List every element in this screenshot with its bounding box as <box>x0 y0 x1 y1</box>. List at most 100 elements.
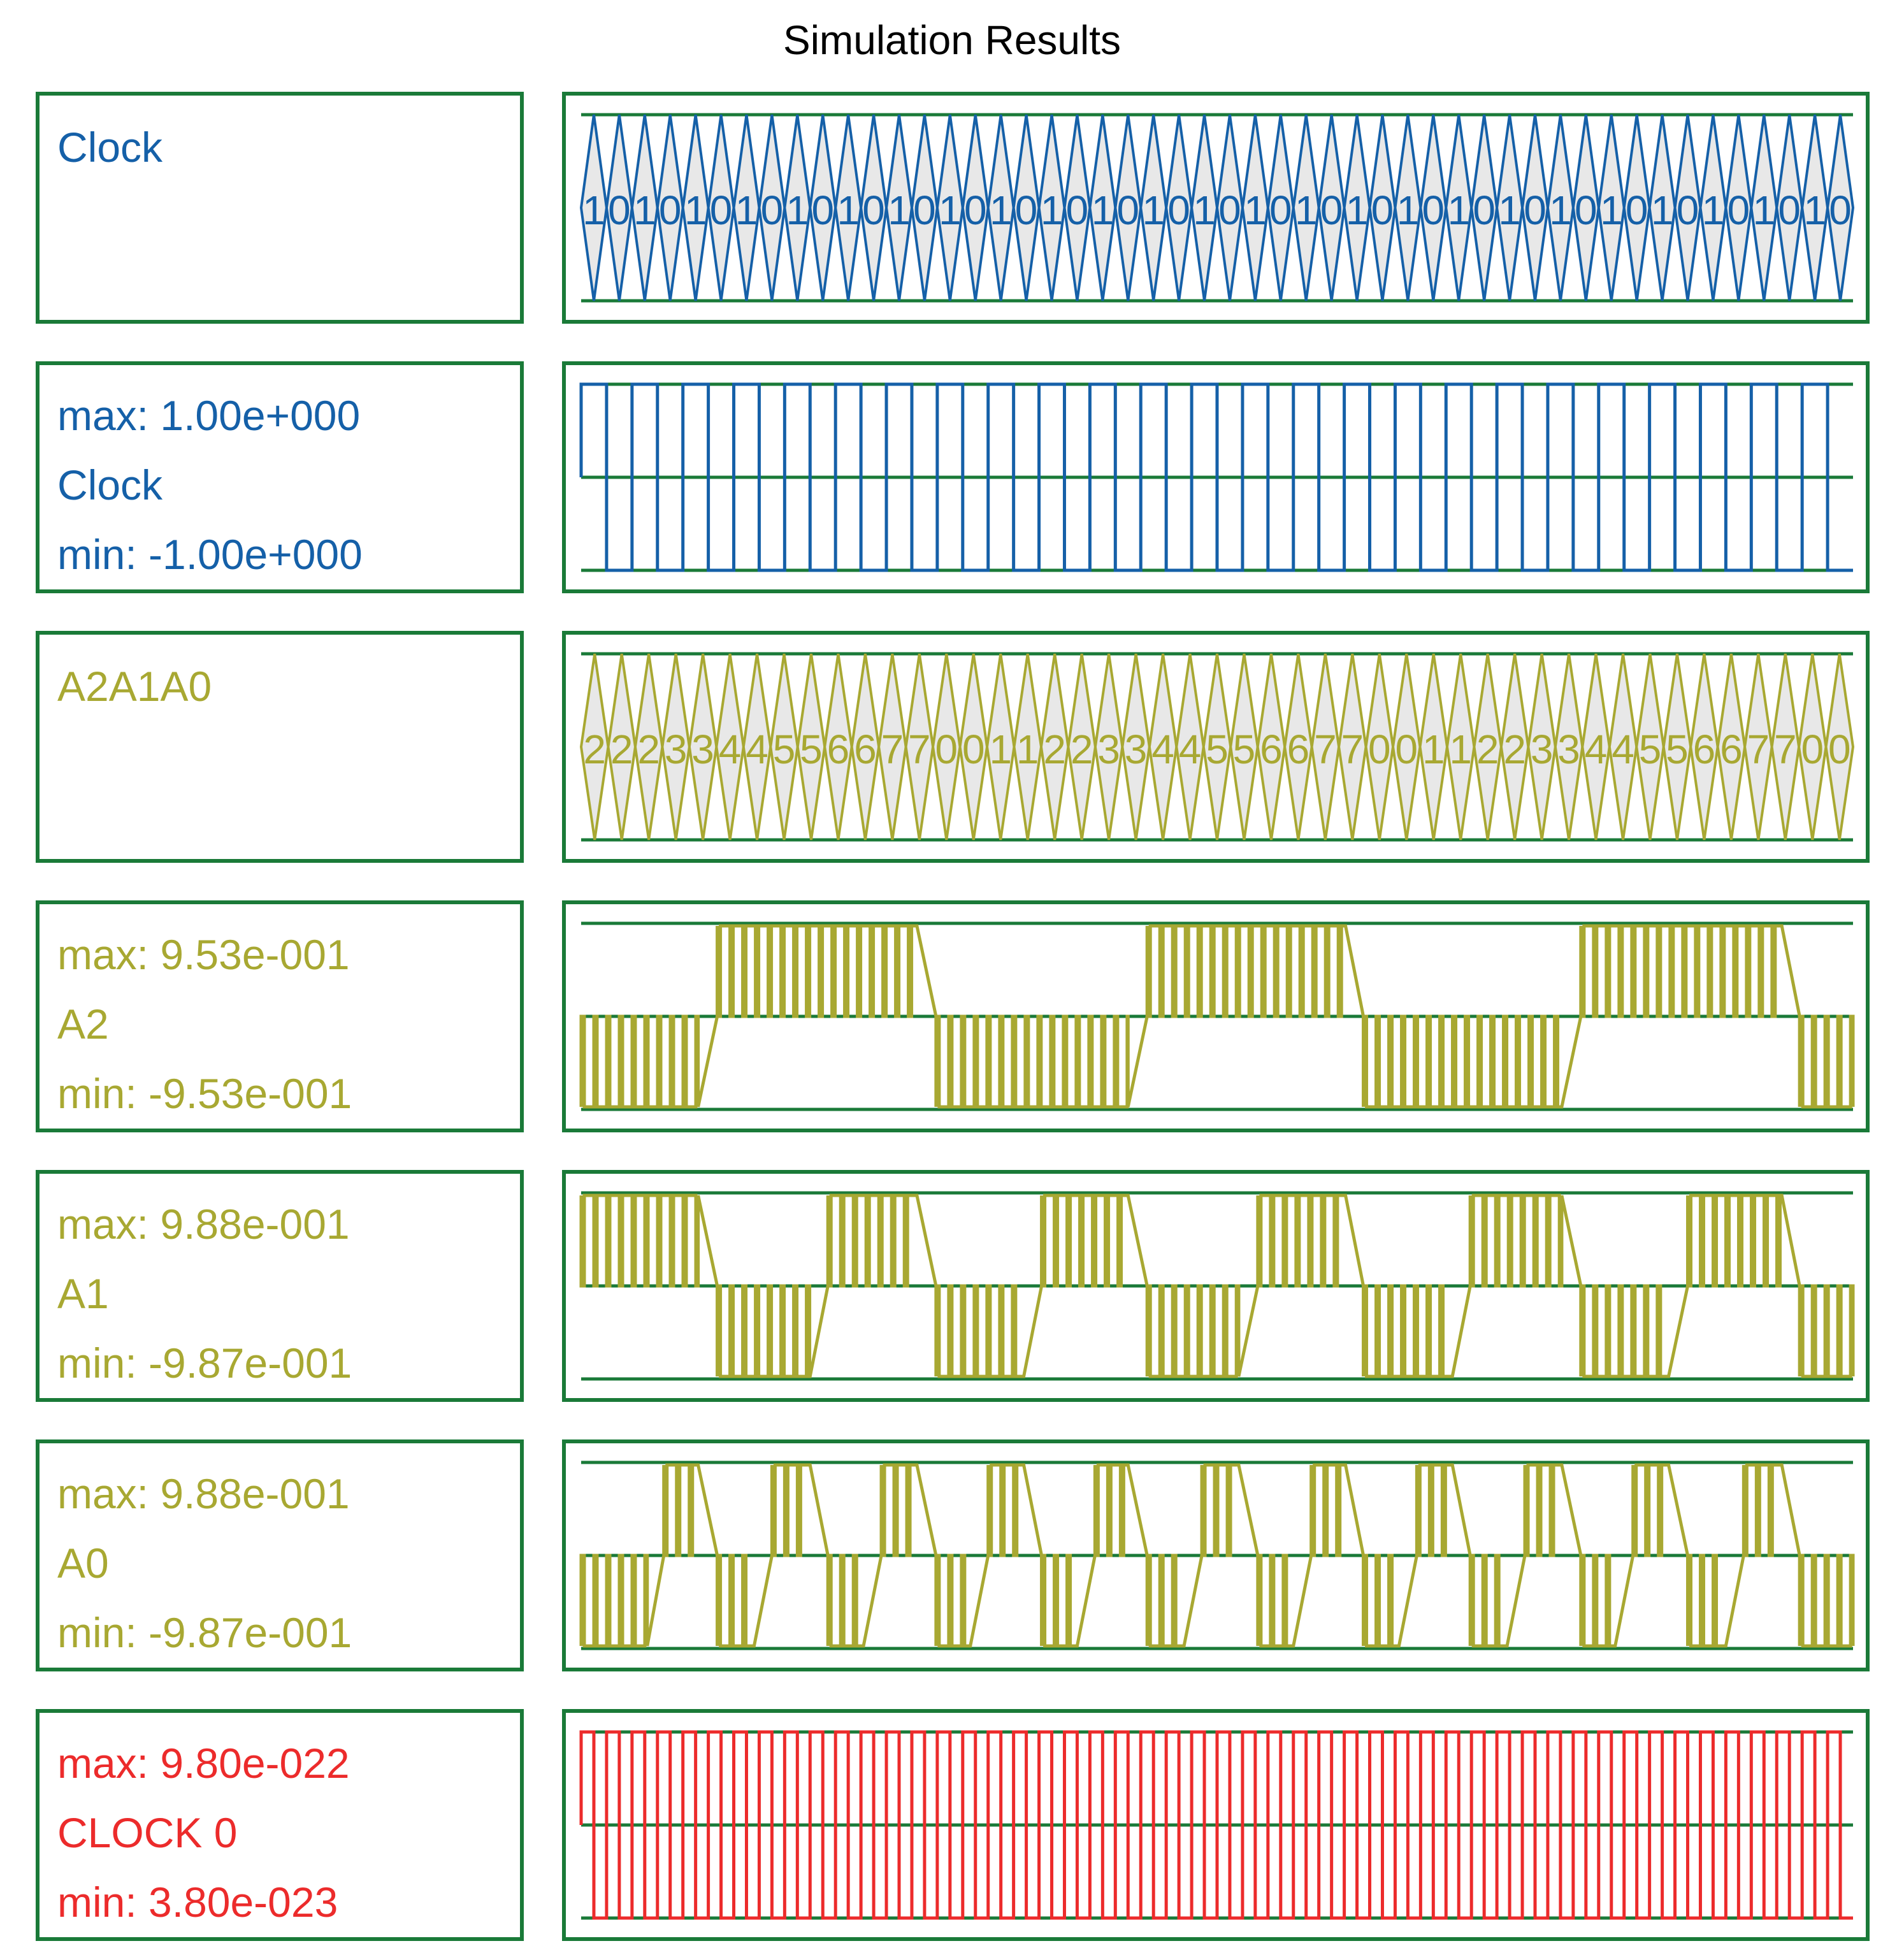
bus-value-label: 1 <box>989 726 1012 772</box>
bus-value-label: 1 <box>1397 187 1420 233</box>
bus-value-label: 0 <box>1116 187 1139 233</box>
signal-min-label: min: 3.80e-023 <box>57 1879 338 1926</box>
bus-value-label: 2 <box>1071 726 1093 772</box>
bus-value-label: 1 <box>1193 187 1216 233</box>
bus-value-label: 0 <box>1167 187 1190 233</box>
bus-value-label: 0 <box>913 187 936 233</box>
bus-value-label: 1 <box>1422 726 1445 772</box>
bus-value-label: 4 <box>1612 726 1634 772</box>
signal-wave-panel <box>562 361 1870 593</box>
bus-value-label: 2 <box>610 726 633 772</box>
bus-value-label: 0 <box>710 187 733 233</box>
bus-value-label: 5 <box>800 726 823 772</box>
bus-value-label: 4 <box>1179 726 1202 772</box>
bus-value-label: 0 <box>935 726 958 772</box>
signal-name: A2 <box>57 1000 109 1048</box>
bus-value-label: 1 <box>888 187 911 233</box>
bus-value-label: 1 <box>939 187 962 233</box>
bus-value-label: 0 <box>1524 187 1547 233</box>
bus-value-label: 0 <box>1218 187 1241 233</box>
signal-name: Clock <box>57 461 163 509</box>
bus-value-label: 6 <box>1287 726 1310 772</box>
signal-min-label: min: -9.87e-001 <box>57 1609 352 1656</box>
signal-trace <box>579 1730 1853 1920</box>
bus-value-label: 6 <box>1693 726 1716 772</box>
signal-name: A1 <box>57 1270 109 1317</box>
signal-name: Clock <box>57 124 163 171</box>
bus-value-label: 1 <box>1016 726 1039 772</box>
bus-value-label: 0 <box>1801 726 1824 772</box>
bus-value-label: 1 <box>1651 187 1674 233</box>
bus-value-label: 1 <box>837 187 860 233</box>
bus-value-label: 5 <box>1206 726 1229 772</box>
bus-value-label: 4 <box>1585 726 1608 772</box>
bus-value-label: 0 <box>1015 187 1038 233</box>
bus-value-label: 0 <box>1371 187 1394 233</box>
signal-min-label: min: -9.53e-001 <box>57 1070 352 1117</box>
waveform-plot <box>579 1461 1855 1650</box>
bus-value-label: 0 <box>1066 187 1089 233</box>
signal-max-label: max: 9.80e-022 <box>57 1740 350 1787</box>
signal-name: CLOCK 0 <box>57 1809 238 1856</box>
bus-value-label: 0 <box>1829 187 1852 233</box>
bus-value-label: 0 <box>1395 726 1418 772</box>
bus-value-label: 0 <box>1320 187 1343 233</box>
waveform-plot <box>579 1730 1853 1920</box>
signal-max-label: max: 9.53e-001 <box>57 931 350 978</box>
bus-value-label: 2 <box>1503 726 1526 772</box>
signal-trace <box>579 924 1855 1109</box>
bus-value-label: 0 <box>962 726 985 772</box>
bus-value-label: 1 <box>1803 187 1826 233</box>
bus-value-label: 0 <box>608 187 631 233</box>
bus-value-label: 0 <box>964 187 987 233</box>
signal-wave-panel <box>562 1170 1870 1402</box>
bus-value-label: 7 <box>1341 726 1364 772</box>
bus-value-label: 0 <box>761 187 784 233</box>
signal-wave-panel <box>562 900 1870 1132</box>
bus-value-label: 0 <box>1473 187 1496 233</box>
bus-value-label: 7 <box>908 726 931 772</box>
bus-value-label: 1 <box>786 187 809 233</box>
bus-value-label: 0 <box>1727 187 1750 233</box>
bus-value-label: 0 <box>1778 187 1801 233</box>
signal-max-label: max: 9.88e-001 <box>57 1470 350 1517</box>
bus-value-label: 6 <box>854 726 877 772</box>
bus-value-label: 5 <box>773 726 796 772</box>
bus-value-label: 1 <box>1600 187 1623 233</box>
bus-value-label: 1 <box>582 187 605 233</box>
bus-value-label: 1 <box>633 187 656 233</box>
bus-value-label: 2 <box>637 726 660 772</box>
bus-value-label: 1 <box>1142 187 1165 233</box>
bus-value-label: 0 <box>659 187 682 233</box>
signal-min-label: min: -1.00e+000 <box>57 531 363 578</box>
page-title: Simulation Results <box>783 17 1121 63</box>
bus-value-label: 3 <box>1531 726 1554 772</box>
bus-value-label: 7 <box>881 726 904 772</box>
bus-value-label: 0 <box>1269 187 1292 233</box>
bus-value-label: 1 <box>1752 187 1775 233</box>
bus-value-label: 3 <box>1097 726 1120 772</box>
signal-max-label: max: 1.00e+000 <box>57 392 361 439</box>
bus-value-label: 5 <box>1666 726 1689 772</box>
bus-value-label: 6 <box>1720 726 1743 772</box>
bus-value-label: 1 <box>684 187 707 233</box>
bus-value-label: 7 <box>1747 726 1770 772</box>
signal-wave-panel <box>562 1439 1870 1671</box>
bus-value-label: 3 <box>665 726 688 772</box>
bus-value-label: 0 <box>1626 187 1648 233</box>
bus-segment <box>1826 114 1855 301</box>
bus-value-label: 7 <box>1774 726 1797 772</box>
bus-value-label: 0 <box>1828 726 1851 772</box>
bus-value-label: 4 <box>746 726 768 772</box>
bus-value-label: 1 <box>1702 187 1725 233</box>
waveform-plot <box>579 921 1855 1111</box>
bus-value-label: 2 <box>583 726 606 772</box>
signal-min-label: min: -9.87e-001 <box>57 1339 352 1387</box>
bus-value-label: 1 <box>735 187 758 233</box>
bus-value-label: 0 <box>1368 726 1391 772</box>
